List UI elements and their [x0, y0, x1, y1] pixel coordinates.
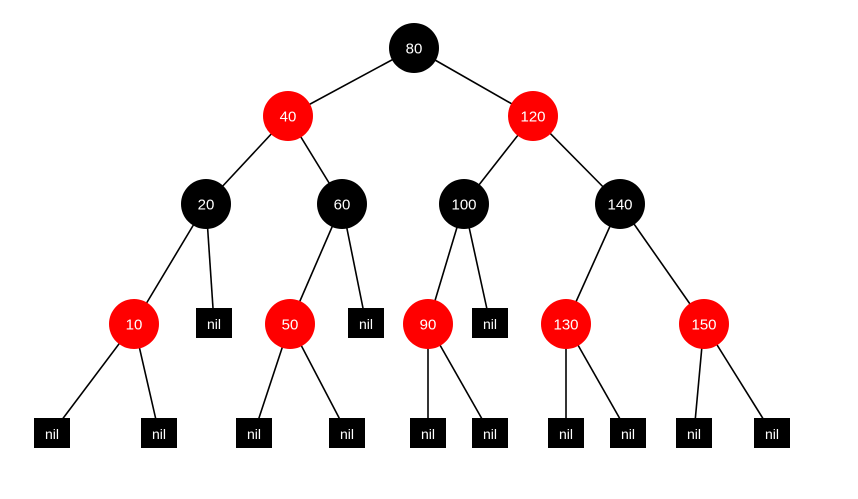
node-circle-black: [389, 23, 439, 73]
nil-box: [141, 418, 177, 448]
edges-layer: [51, 47, 773, 434]
nil-label: nil: [247, 426, 261, 442]
node-circle-black: [181, 179, 231, 229]
node-circle-red: [403, 299, 453, 349]
nil-label: nil: [483, 316, 497, 332]
tree-node-40: 40: [263, 91, 313, 141]
nil-label: nil: [359, 316, 373, 332]
node-label: 120: [520, 109, 545, 126]
nil-leaf: nil: [676, 418, 712, 448]
nil-box: [34, 418, 70, 448]
node-label: 50: [282, 317, 299, 334]
nil-box: [410, 418, 446, 448]
nil-leaf: nil: [141, 418, 177, 448]
nodes-layer: 80 40 120 20 60 100 140 10 50 90 130 150: [109, 23, 729, 349]
nil-label: nil: [621, 426, 635, 442]
tree-node-90: 90: [403, 299, 453, 349]
node-label: 140: [607, 197, 632, 214]
tree-node-50: 50: [265, 299, 315, 349]
node-label: 20: [198, 197, 215, 214]
tree-node-130: 130: [541, 299, 591, 349]
nil-leaf: nil: [610, 418, 646, 448]
tree-node-60: 60: [317, 179, 367, 229]
nil-label: nil: [207, 316, 221, 332]
nil-leaf: nil: [34, 418, 70, 448]
nil-box: [472, 308, 508, 338]
nil-box: [348, 308, 384, 338]
nil-label: nil: [483, 426, 497, 442]
tree-node-20: 20: [181, 179, 231, 229]
node-circle-red: [263, 91, 313, 141]
nil-box: [610, 418, 646, 448]
nil-leaf: nil: [472, 418, 508, 448]
nil-leaf: nil: [196, 308, 232, 338]
nil-box: [754, 418, 790, 448]
tree-node-150: 150: [679, 299, 729, 349]
node-label: 60: [334, 197, 351, 214]
nil-box: [196, 308, 232, 338]
tree-node-100: 100: [439, 179, 489, 229]
nil-leaf: nil: [348, 308, 384, 338]
nil-box: [236, 418, 272, 448]
nil-label: nil: [421, 426, 435, 442]
nil-leaf: nil: [754, 418, 790, 448]
node-circle-black: [595, 179, 645, 229]
node-circle-red: [679, 299, 729, 349]
nil-box: [676, 418, 712, 448]
nil-leaf: nil: [548, 418, 584, 448]
tree-node-140: 140: [595, 179, 645, 229]
nil-box: [329, 418, 365, 448]
tree-node-80: 80: [389, 23, 439, 73]
node-label: 90: [420, 317, 437, 334]
node-circle-red: [508, 91, 558, 141]
node-label: 80: [406, 41, 423, 58]
node-label: 100: [451, 197, 476, 214]
tree-node-10: 10: [109, 299, 159, 349]
node-label: 40: [280, 109, 297, 126]
nil-leaf: nil: [329, 418, 365, 448]
nil-leaf: nil: [472, 308, 508, 338]
node-label: 10: [126, 317, 143, 334]
node-circle-red: [541, 299, 591, 349]
nil-label: nil: [340, 426, 354, 442]
nil-leaf: nil: [410, 418, 446, 448]
tree-node-120: 120: [508, 91, 558, 141]
nil-box: [472, 418, 508, 448]
node-circle-red: [109, 299, 159, 349]
node-circle-black: [439, 179, 489, 229]
nil-label: nil: [152, 426, 166, 442]
node-circle-red: [265, 299, 315, 349]
nil-label: nil: [687, 426, 701, 442]
nil-leaves-layer: nil nil nil nil nil nil nil nil nil nil nil nil nil: [34, 308, 790, 448]
nil-label: nil: [45, 426, 59, 442]
nil-label: nil: [765, 426, 779, 442]
node-circle-black: [317, 179, 367, 229]
nil-box: [548, 418, 584, 448]
nil-leaf: nil: [236, 418, 272, 448]
nil-label: nil: [559, 426, 573, 442]
node-label: 130: [553, 317, 578, 334]
node-label: 150: [691, 317, 716, 334]
